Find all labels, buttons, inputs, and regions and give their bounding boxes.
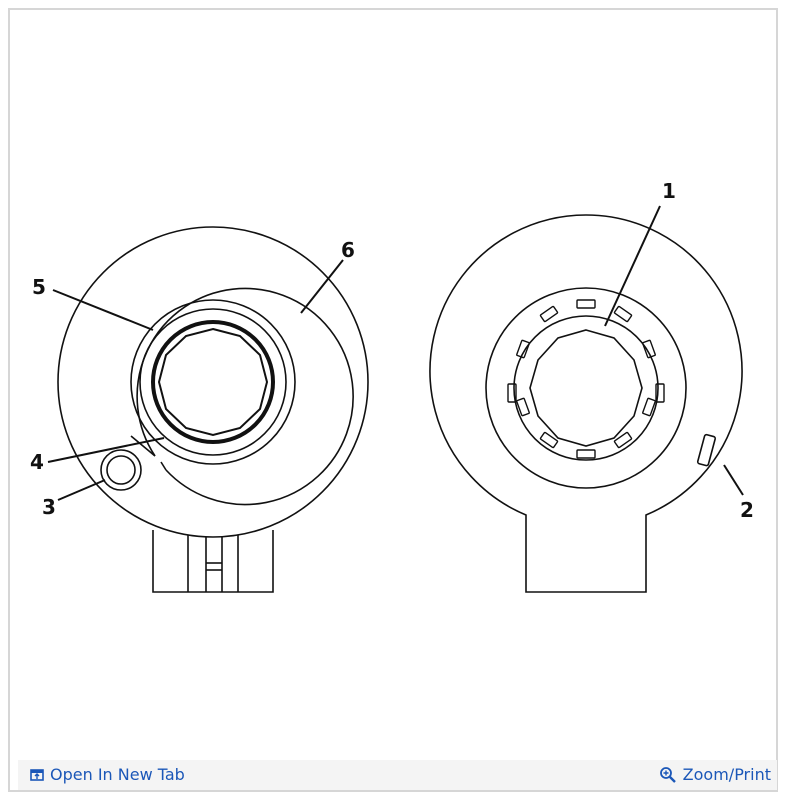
index-tab	[696, 433, 717, 467]
callout-2: 2	[740, 498, 754, 522]
leader-lines	[47, 205, 744, 501]
callout-3: 3	[42, 495, 56, 519]
right-inner-ring	[485, 287, 687, 489]
right-splined-bore	[529, 329, 643, 447]
callout-6: 6	[341, 238, 355, 262]
open-new-tab-link[interactable]: Open In New Tab	[30, 765, 185, 784]
locating-pin-inner	[106, 455, 136, 485]
left-component	[57, 226, 369, 593]
connector-block	[152, 530, 274, 593]
zoom-print-link[interactable]: Zoom/Print	[659, 765, 771, 784]
open-new-tab-icon	[30, 768, 44, 781]
zoom-print-label: Zoom/Print	[682, 765, 771, 784]
right-bore-ring	[513, 315, 659, 461]
callout-1: 1	[662, 179, 676, 203]
image-toolbar: Open In New Tab Zoom/Print	[18, 760, 777, 790]
bore-ring-outer	[130, 299, 296, 465]
right-outer-housing	[429, 214, 743, 593]
bore-slots	[507, 299, 665, 459]
open-new-tab-label: Open In New Tab	[50, 765, 185, 784]
callout-5: 5	[32, 275, 46, 299]
bore-ring-middle	[139, 308, 287, 456]
zoom-in-icon	[659, 766, 676, 783]
right-component	[429, 214, 743, 593]
outer-housing	[57, 226, 369, 538]
splined-bore	[157, 327, 269, 437]
seal-ring	[151, 320, 275, 444]
callout-4: 4	[30, 450, 44, 474]
diagram-canvas: 1 2 3 4 5 6	[30, 179, 754, 593]
